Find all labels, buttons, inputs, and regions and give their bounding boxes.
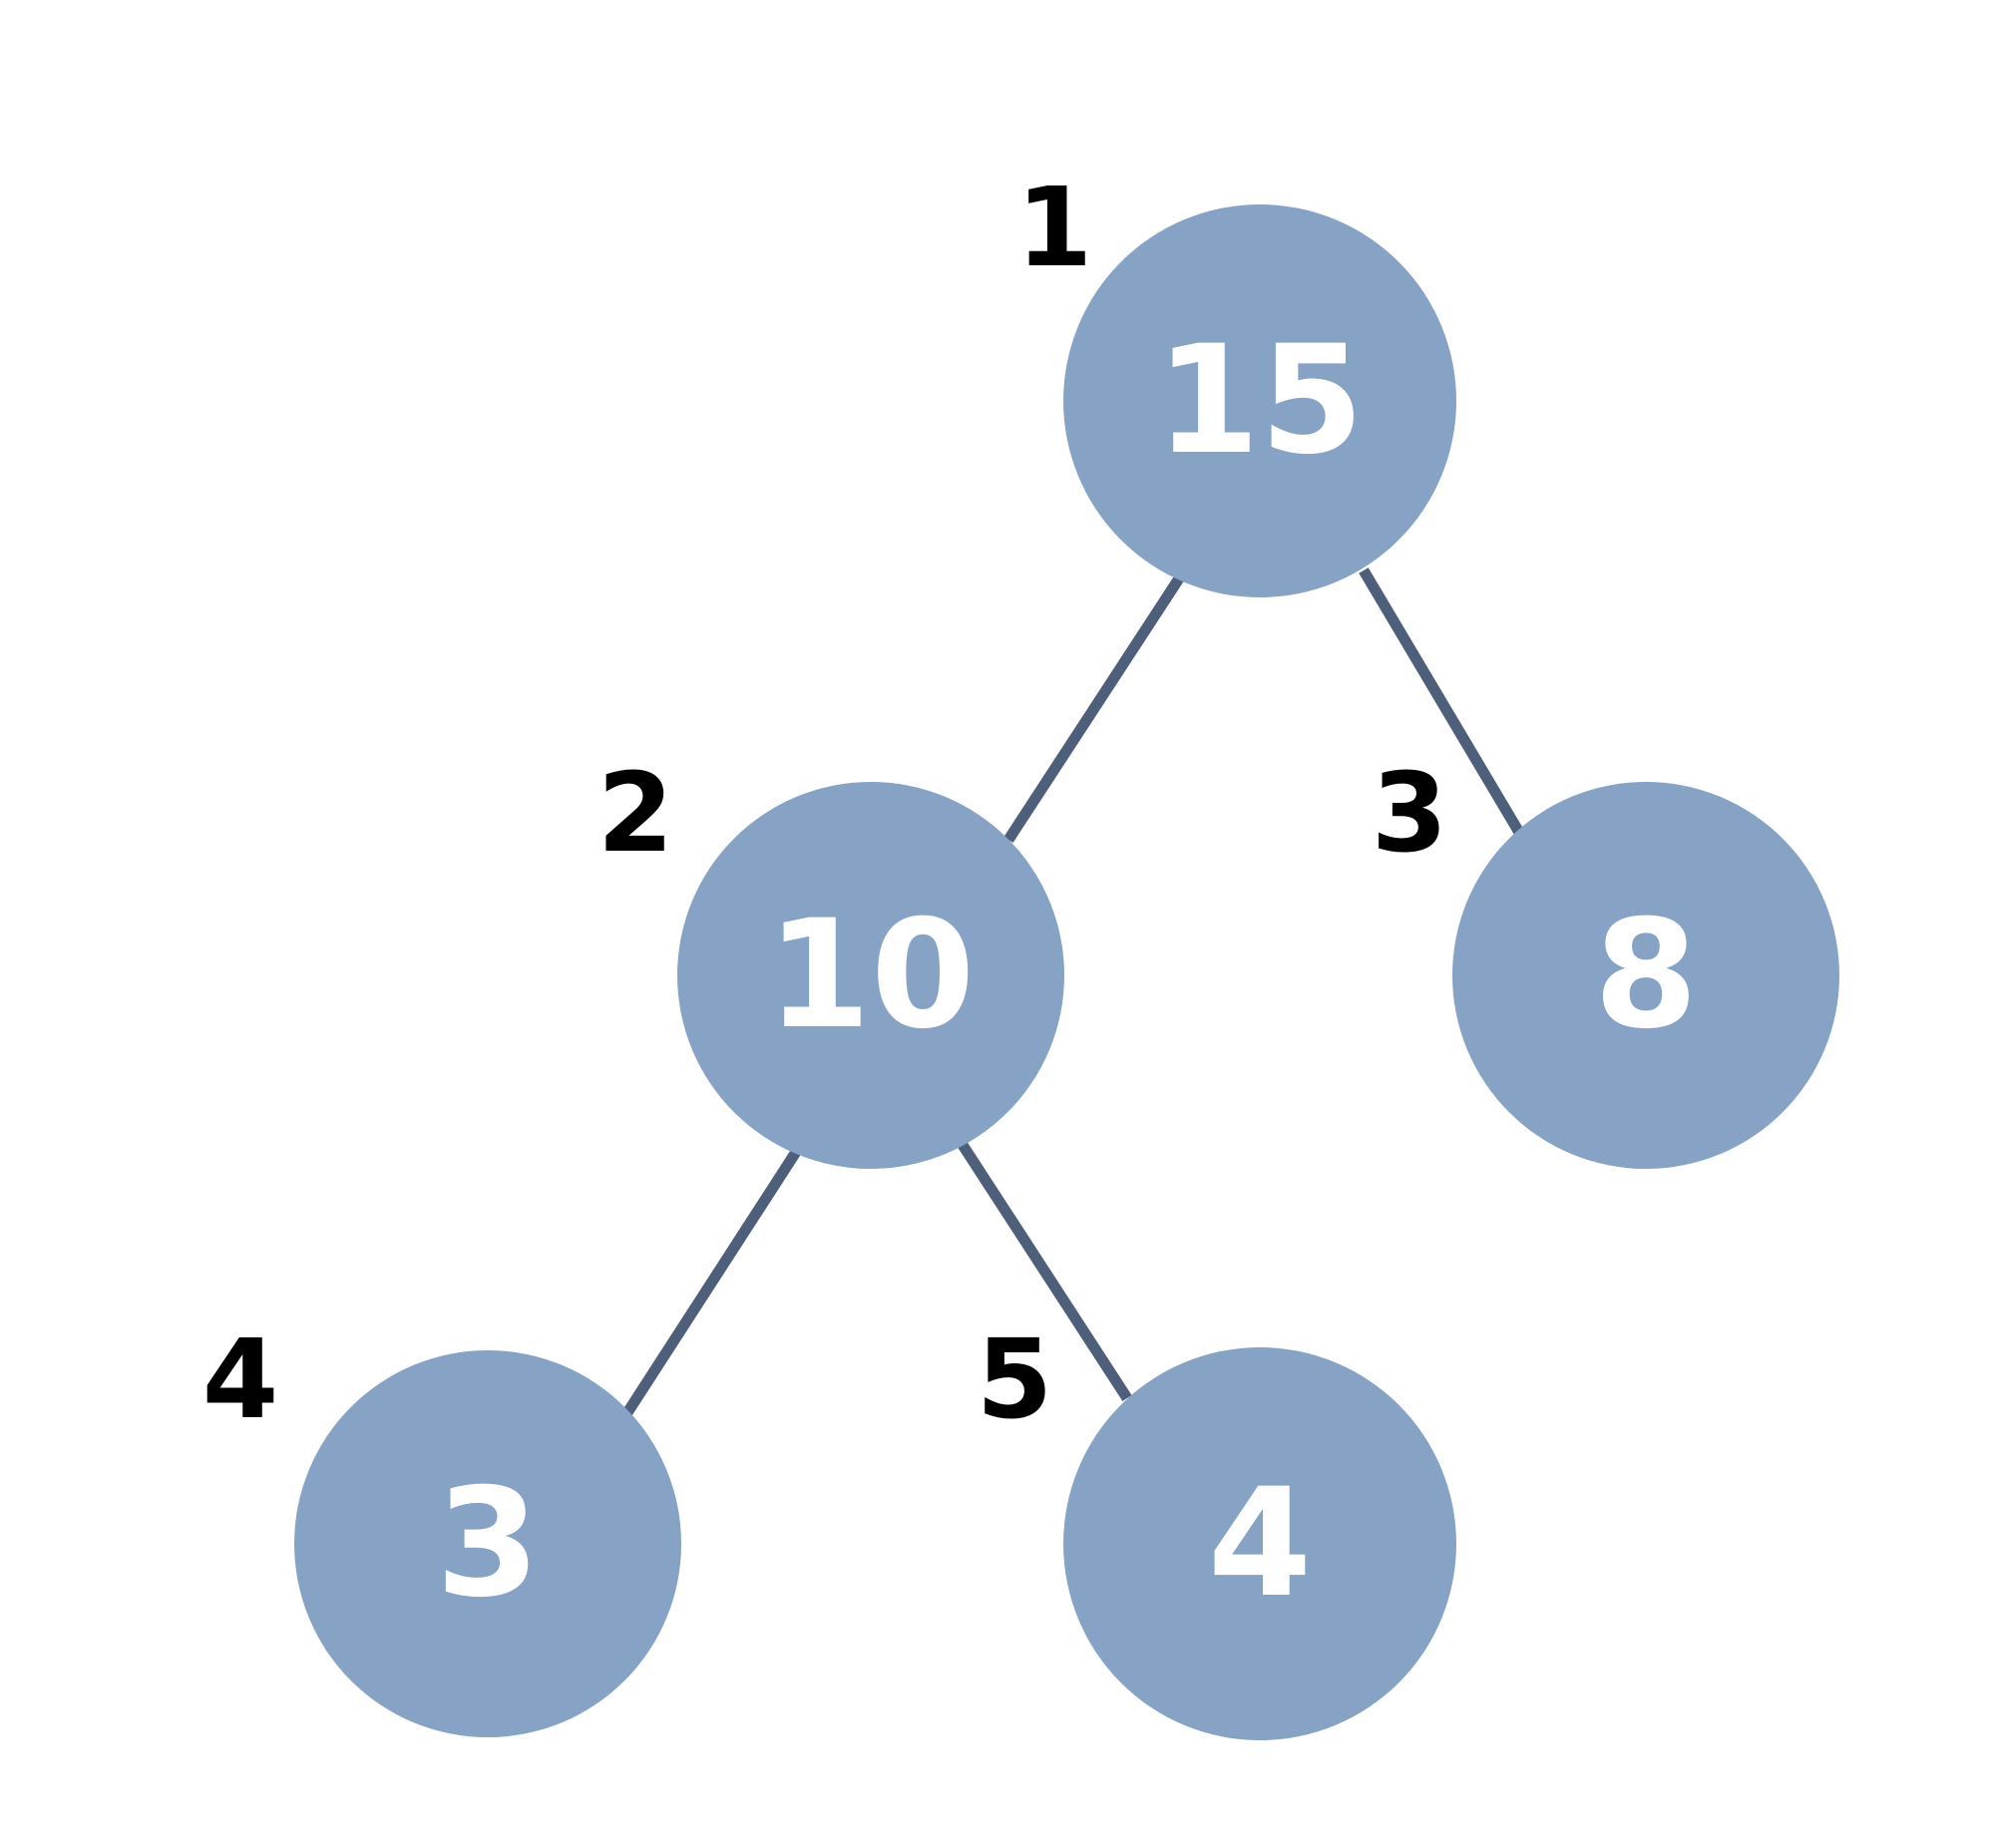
edge-10-3 [621,1149,801,1417]
tree-node-4: 3 4 [202,1315,681,1737]
node-circle [294,1350,681,1737]
node-index-label: 4 [202,1315,279,1443]
node-value: 8 [1594,889,1698,1062]
node-circle [1063,1347,1456,1740]
edges [621,567,1526,1417]
tree-node-3: 8 3 [1372,749,1839,1169]
edge-10-4 [958,1142,1132,1401]
edge-15-10 [1003,574,1184,844]
edge-15-8 [1359,567,1526,839]
node-value: 15 [1156,314,1365,488]
tree-node-5: 4 5 [977,1315,1456,1740]
node-value: 3 [436,1457,540,1631]
node-index-label: 1 [1016,164,1093,291]
node-value: 4 [1208,1457,1312,1631]
node-index-label: 2 [598,749,674,877]
tree-node-1: 15 1 [1016,164,1456,597]
tree-node-2: 10 2 [598,749,1064,1169]
node-circle [1452,782,1839,1169]
node-value: 10 [767,889,976,1062]
node-circle [1063,204,1456,597]
node-index-label: 3 [1372,749,1448,877]
node-circle [677,782,1064,1169]
node-index-label: 5 [977,1315,1053,1443]
